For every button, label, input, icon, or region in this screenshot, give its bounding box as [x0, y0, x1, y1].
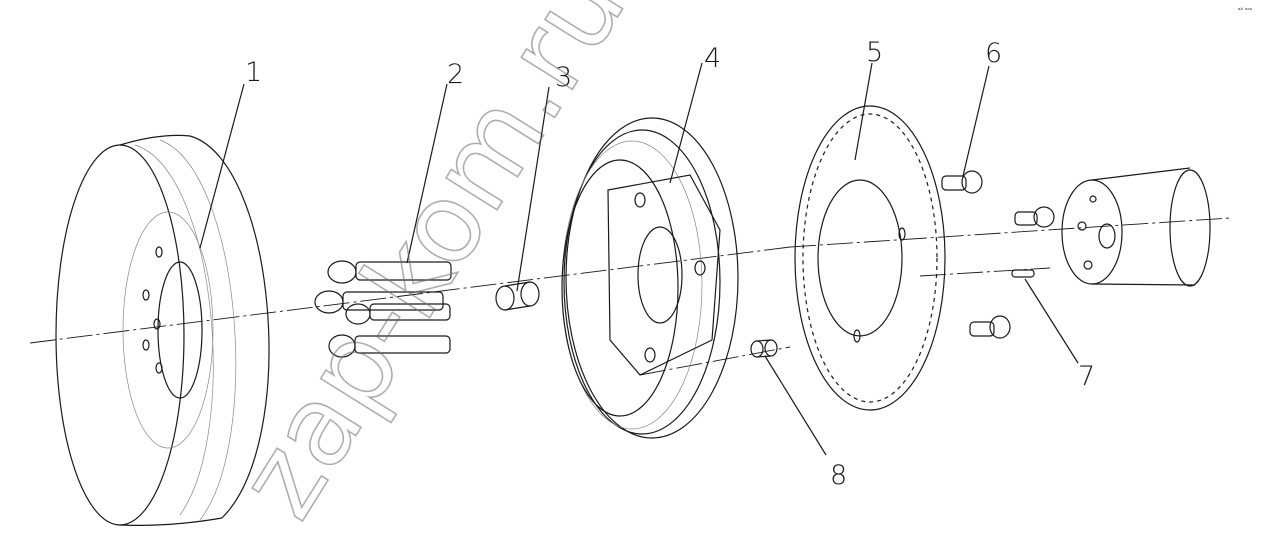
callout-2: 2: [447, 59, 464, 90]
callout-6: 6: [985, 38, 1002, 69]
part-8-bushing: [750, 339, 778, 358]
callout-7: 7: [1078, 361, 1095, 392]
callout-5: 5: [866, 37, 883, 68]
main-axis-line-right: [789, 217, 1231, 248]
callout-8: 8: [830, 460, 847, 491]
main-axis-line: [29, 246, 791, 344]
callout-4: 4: [704, 43, 721, 74]
callout-1: 1: [245, 57, 262, 88]
watermark-text: zap-kom.ru: [213, 0, 649, 539]
pin-axis-line: [919, 267, 1051, 277]
sprocket-hub: [1061, 167, 1211, 287]
part-4-pulley-hub: [561, 117, 739, 439]
part-5-toothed-wheel: [794, 105, 946, 411]
corner-mark: ᵃᴬ ᵒᵒᵒ: [1238, 7, 1253, 14]
callout-3: 3: [555, 62, 572, 93]
part-2-bolts: [314, 260, 452, 358]
part-6-flange-bolts: [941, 170, 1055, 339]
part-1-damper-disc: [55, 134, 270, 526]
leader-lines: [199, 62, 1079, 456]
part-7-dowel-pin: [1011, 269, 1035, 278]
